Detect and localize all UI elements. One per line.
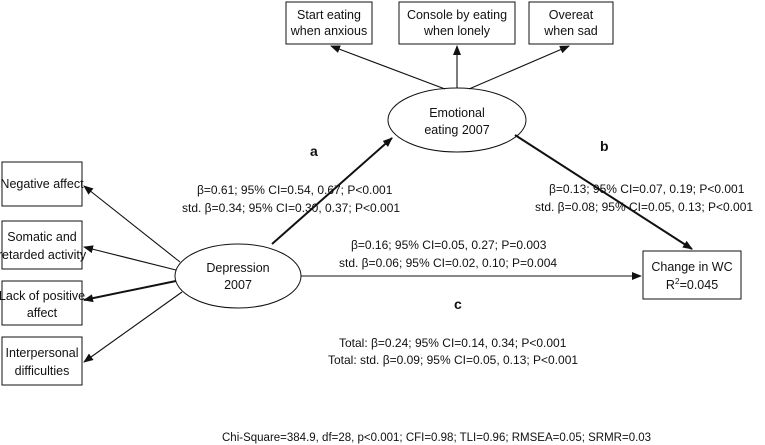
indicator-left-line1: Lack of positive — [0, 289, 85, 303]
indicator-top-line1: Console by eating — [407, 8, 507, 22]
outcome-line2: R2=0.045 — [666, 276, 718, 292]
indicator-top-line2: when lonely — [423, 24, 491, 38]
mediator-emotional-eating: Emotional eating 2007 — [387, 87, 527, 153]
indicator-interpersonal-difficulties: Interpersonal difficulties — [1, 336, 83, 386]
loading-arrow-somatic — [83, 245, 177, 271]
path-b-arrow — [514, 134, 693, 250]
path-c-letter: c — [454, 296, 462, 312]
predictor-line2: 2007 — [224, 278, 252, 292]
mediator-line1: Emotional — [429, 106, 485, 120]
path-b-stat-line1: β=0.13; 95% CI=0.07, 0.19; P<0.001 — [549, 182, 745, 196]
mediator-line2: eating 2007 — [424, 123, 489, 137]
path-c-direct-stat-line1: β=0.16; 95% CI=0.05, 0.27; P=0.003 — [351, 238, 547, 252]
indicator-overeat-sad: Overeat when sad — [528, 1, 614, 45]
loading-arrow-sad — [468, 45, 570, 90]
indicator-somatic-retarded-activity: Somatic and retarded activity — [0, 220, 87, 270]
outcome-line1: Change in WC — [651, 260, 732, 274]
loading-arrow-negative-affect — [83, 185, 181, 263]
predictor-line1: Depression — [206, 261, 269, 275]
loading-arrow-interpersonal — [83, 291, 183, 363]
indicator-lack-positive-affect: Lack of positive affect — [0, 280, 85, 326]
loading-arrow-anxious — [330, 45, 446, 90]
indicator-left-line2: retarded activity — [0, 248, 87, 262]
model-fit-indices: Chi-Square=384.9, df=28, p<0.001; CFI=0.… — [222, 432, 651, 444]
indicator-top-line1: Overeat — [549, 8, 594, 22]
indicator-left-line1: Somatic and — [7, 230, 77, 244]
indicator-top-line1: Start eating — [297, 8, 361, 22]
indicator-left-line1: Interpersonal — [6, 346, 79, 360]
indicator-top-line2: when anxious — [290, 24, 367, 38]
path-a-stat-line1: β=0.61; 95% CI=0.54, 0.67; P<0.001 — [197, 183, 393, 197]
path-a-stat-line2: std. β=0.34; 95% CI=0.30, 0.37; P<0.001 — [182, 201, 400, 215]
outcome-r-value: =0.045 — [680, 278, 719, 292]
outcome-change-in-wc: Change in WC R2=0.045 — [642, 250, 742, 300]
outcome-r-superscript: 2 — [675, 276, 680, 286]
outcome-r-prefix: R — [666, 278, 675, 292]
path-b-letter: b — [600, 138, 609, 154]
path-c-total-line2: Total: std. β=0.09; 95% CI=0.05, 0.13; P… — [328, 353, 578, 367]
indicator-top-line2: when sad — [543, 24, 598, 38]
loading-arrow-lack-positive — [83, 280, 177, 303]
indicator-console-eating-lonely: Console by eating when lonely — [398, 1, 516, 45]
path-a-arrow — [271, 137, 393, 245]
path-b-stat-line2: std. β=0.08; 95% CI=0.05, 0.13; P<0.001 — [535, 200, 753, 214]
indicator-left-line2: affect — [27, 306, 58, 320]
predictor-depression: Depression 2007 — [174, 243, 302, 309]
indicator-left-line1: Negative affect — [0, 177, 84, 191]
path-a-letter: a — [310, 143, 318, 159]
indicator-negative-affect: Negative affect — [0, 161, 84, 207]
path-c-direct-stat-line2: std. β=0.06; 95% CI=0.02, 0.10; P=0.004 — [339, 256, 557, 270]
indicator-left-line2: difficulties — [15, 364, 70, 378]
path-c-total-line1: Total: β=0.24; 95% CI=0.14, 0.34; P<0.00… — [339, 336, 567, 350]
indicator-start-eating-anxious: Start eating when anxious — [285, 1, 373, 45]
